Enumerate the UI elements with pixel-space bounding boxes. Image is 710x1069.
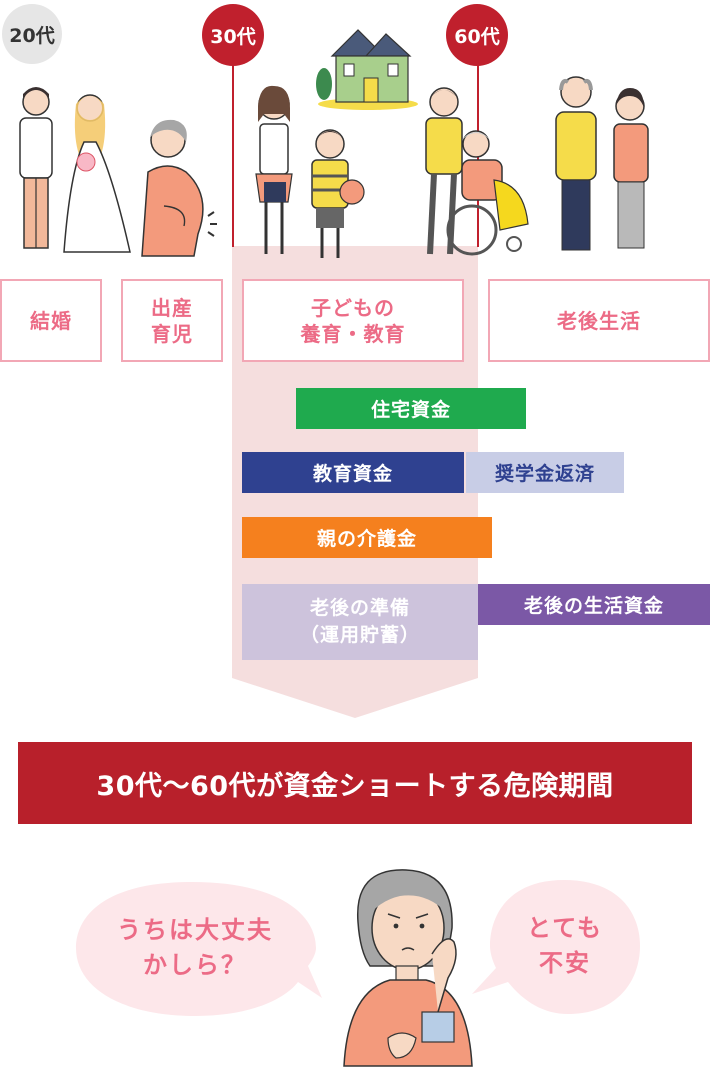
life-event-retirement-label: 老後生活	[557, 308, 641, 333]
fund-education-label: 教育資金	[312, 463, 393, 485]
life-event-child-education-label: 子どもの 養育・教育	[300, 295, 406, 346]
fund-bar-parent-care: 親の介護金	[242, 517, 492, 558]
speech-bubble-left-text: うちは大丈夫 かしら？	[82, 898, 308, 998]
life-event-child-education: 子どもの 養育・教育	[242, 279, 464, 362]
age-label-20s: 20代	[9, 24, 55, 47]
life-event-retirement: 老後生活	[488, 279, 710, 362]
age-label-60s: 60代	[454, 25, 500, 48]
age-badge-30s: 30代	[202, 4, 264, 66]
speech-bubble-right-text: とても 不安	[494, 896, 636, 996]
fund-bar-retirement-living: 老後の生活資金	[478, 584, 710, 625]
pregnant-woman-illustration	[141, 119, 217, 257]
fund-bar-housing: 住宅資金	[296, 388, 526, 429]
speech-left-label: うちは大丈夫 かしら？	[117, 916, 273, 979]
timeline-line-30s	[232, 55, 234, 247]
danger-period-banner-text: 30代〜60代が資金ショートする危険期間	[96, 770, 614, 802]
fund-retirement-prep-label: 老後の準備 （運用貯蓄）	[299, 597, 420, 646]
age-badge-20s: 20代	[2, 4, 62, 64]
fund-housing-label: 住宅資金	[370, 399, 451, 421]
speech-right-label: とても 不安	[526, 914, 604, 977]
fund-bar-education: 教育資金	[242, 452, 464, 493]
life-event-childbirth-label: 出産 育児	[151, 295, 193, 346]
speech-bubble-left	[76, 882, 322, 1016]
age-badge-60s: 60代	[446, 4, 508, 66]
caregiver-wheelchair-illustration	[425, 87, 529, 256]
elderly-couple-illustration	[555, 76, 649, 251]
age-label-30s: 30代	[210, 25, 256, 48]
house-illustration	[316, 29, 418, 110]
children-illustration	[255, 85, 365, 258]
life-event-marriage: 結婚	[0, 279, 102, 362]
wedding-couple-illustration	[19, 87, 131, 253]
fund-scholarship-label: 奨学金返済	[494, 463, 595, 485]
fund-bar-scholarship: 奨学金返済	[466, 452, 624, 493]
speech-bubble-right	[472, 880, 640, 1014]
life-event-childbirth: 出産 育児	[121, 279, 223, 362]
fund-retirement-living-label: 老後の生活資金	[523, 595, 664, 617]
worried-woman-illustration	[343, 869, 473, 1067]
danger-period-banner: 30代〜60代が資金ショートする危険期間	[18, 742, 692, 824]
fund-parent-care-label: 親の介護金	[316, 528, 417, 550]
fund-bar-retirement-prep: 老後の準備 （運用貯蓄）	[242, 584, 478, 660]
life-event-marriage-label: 結婚	[30, 308, 72, 333]
